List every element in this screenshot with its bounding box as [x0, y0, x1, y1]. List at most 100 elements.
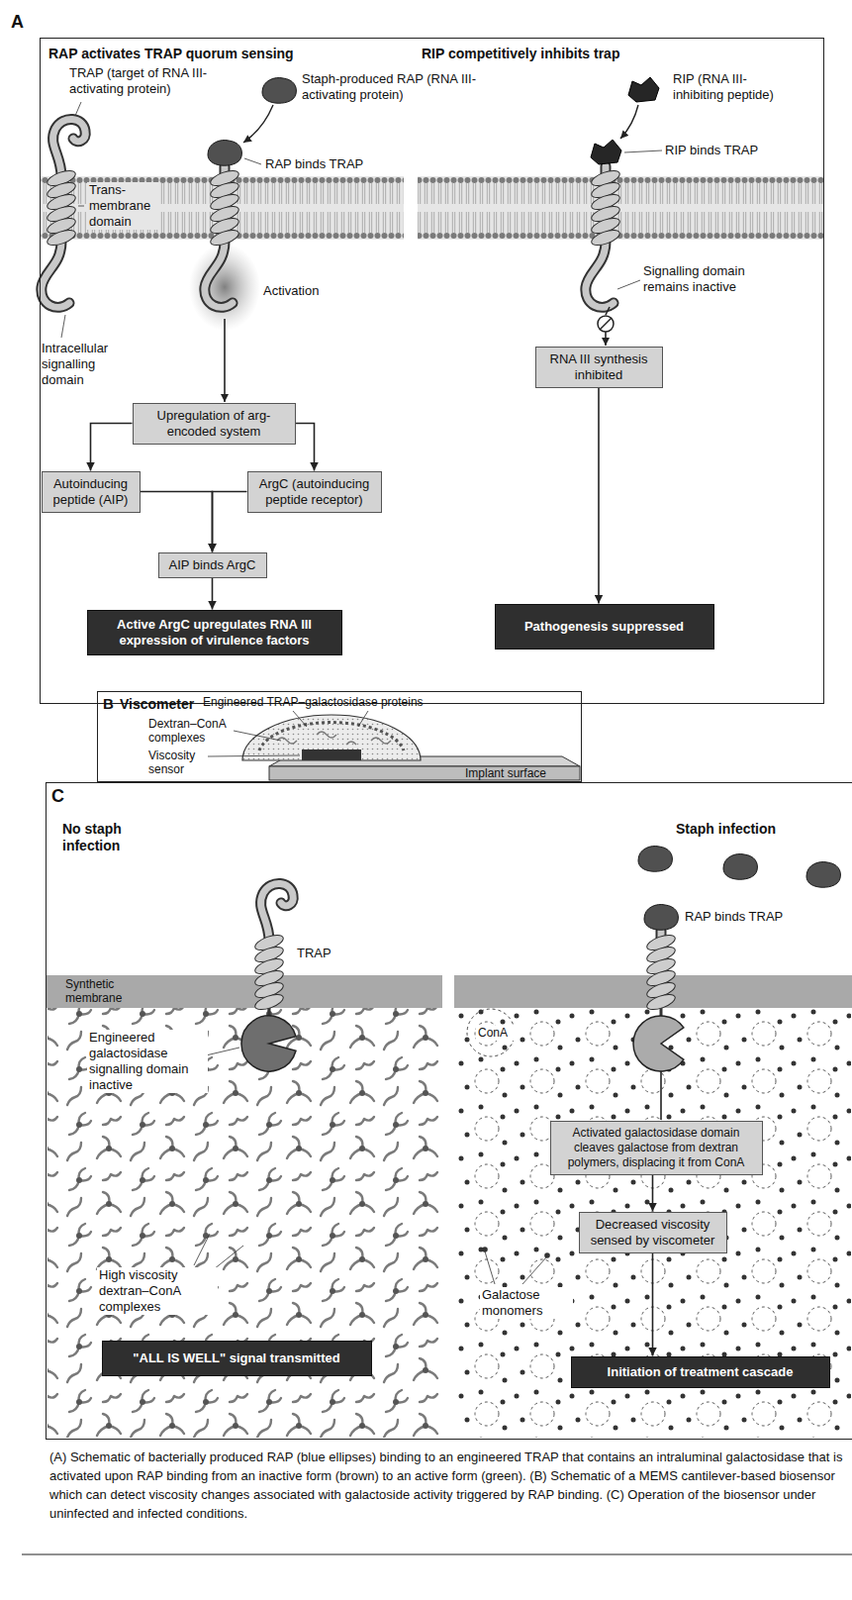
process-box: ArgC (autoinducing peptide receptor): [247, 471, 382, 513]
outcome-box: Active ArgC upregulates RNA III expressi…: [87, 609, 343, 656]
implant-front: [269, 765, 580, 780]
trap-sensor-inactive: [241, 882, 296, 1071]
signal-line: [660, 1070, 663, 1120]
part-label: High viscosity dextran–ConA complexes: [96, 1266, 218, 1315]
hook-outline: [41, 241, 70, 307]
hook-fill: [41, 241, 70, 307]
outcome-box: Initiation of treatment cascade: [570, 1355, 831, 1388]
leader-line: [78, 205, 85, 207]
box-text: Autoinducing peptide (AIP): [48, 475, 134, 508]
rip-peptide: [628, 77, 660, 102]
part-label: RIP binds TRAP: [664, 142, 774, 159]
viscometer-dome: [242, 714, 421, 760]
trap-sensor-active: [633, 904, 684, 1071]
flow-arrow: [140, 491, 213, 553]
part-label: Engineered galactosidase signalling doma…: [87, 1029, 208, 1093]
panel-heading: RAP activates TRAP quorum sensing: [48, 45, 294, 63]
box-text: AIP binds ArgC: [165, 557, 261, 573]
leader-line: [205, 1046, 240, 1055]
panel-frame: ARAP activates TRAP quorum sensingRIP co…: [39, 37, 825, 704]
hook-fill: [204, 241, 233, 307]
helix-coil: [208, 167, 241, 249]
box-text: ArgC (autoinducing peptide receptor): [254, 475, 376, 508]
flow-arrow: [211, 577, 214, 610]
leader-line: [292, 710, 307, 727]
part-label: Activation: [263, 283, 343, 299]
box-text: Initiation of treatment cascade: [577, 1363, 824, 1380]
process-box: Upregulation of arg-encoded system: [132, 402, 296, 445]
rip-peptide: [590, 139, 622, 165]
part-label: Synthetic membrane: [65, 976, 145, 1005]
leader-line: [617, 280, 641, 289]
rap-protein: [806, 861, 841, 888]
galactose-field: [455, 1007, 852, 1437]
leader-line: [244, 158, 262, 165]
signal-arrow: [223, 318, 226, 402]
panel-heading: RIP competitively inhibits trap: [421, 45, 620, 63]
leader-line: [624, 150, 663, 153]
helix-coil: [253, 931, 285, 1013]
leader-line: [193, 1232, 210, 1265]
galactosidase-active: [633, 1015, 684, 1071]
leader-line: [75, 101, 82, 116]
process-box: Decreased viscosity sensed by viscometer: [578, 1211, 728, 1253]
trap-receptor-active: [189, 140, 261, 331]
dextran-strand: [346, 741, 357, 745]
part-label: Dextran–ConA complexes: [148, 716, 236, 745]
panel-heading: No staph infection: [62, 820, 142, 854]
part-label: Staph-produced RAP (RNA III-activating p…: [301, 71, 490, 103]
caption-rule: [21, 1552, 852, 1554]
leader-line: [61, 314, 66, 338]
figure-caption: (A) Schematic of bacterially produced RA…: [49, 1446, 847, 1522]
part-label: Galactose monomers: [479, 1286, 573, 1319]
flow-arrow: [91, 423, 133, 472]
synthetic-membrane: [46, 974, 443, 1008]
dextran-scribbles: [277, 731, 391, 745]
leader-line: [358, 710, 369, 727]
part-label: Signalling domain remains inactive: [643, 263, 751, 295]
trap-receptor: [41, 118, 86, 307]
process-box: Activated galactosidase domain cleaves g…: [550, 1120, 763, 1175]
part-label: Viscosity sensor: [148, 748, 228, 776]
hook-fill: [53, 118, 87, 177]
galactose-dot: [481, 1245, 488, 1252]
part-label: Engineered TRAP–galactosidase proteins: [202, 694, 461, 709]
box-text: Upregulation of arg-encoded system: [139, 407, 289, 440]
box-text: Activated galactosidase domain cleaves g…: [557, 1125, 757, 1170]
binding-arrow: [243, 104, 274, 143]
status-box: "ALL IS WELL" signal transmitted: [101, 1339, 373, 1376]
leader-line: [484, 1250, 495, 1284]
outcome-box: Pathogenesis suppressed: [494, 603, 715, 650]
part-label: RAP binds TRAP: [265, 156, 384, 173]
leader-line: [213, 1244, 244, 1269]
rap-protein: [723, 853, 758, 880]
box-text: Decreased viscosity sensed by viscometer: [585, 1216, 721, 1248]
part-label: TRAP: [296, 945, 347, 961]
panel-heading: B: [102, 694, 114, 712]
process-box: Autoinducing peptide (AIP): [41, 471, 141, 513]
box-text: Active ArgC upregulates RNA III expressi…: [94, 616, 336, 649]
part-label: ConA: [475, 1025, 520, 1041]
protein-layer: [259, 722, 404, 751]
panel-heading: A: [10, 11, 24, 33]
rap-protein: [207, 140, 242, 167]
dextran-cona-field: [47, 1007, 442, 1437]
flow-arrow: [212, 491, 248, 553]
leader-lines: [207, 710, 369, 757]
part-label: Trans-membrane domain: [87, 182, 161, 230]
part-label: RIP (RNA III-inhibiting peptide): [672, 71, 797, 103]
hook-fill: [585, 241, 614, 307]
box-text: "ALL IS WELL" signal transmitted: [108, 1349, 366, 1366]
trap-receptor-blocked: [585, 139, 622, 307]
dextran-strand: [316, 731, 337, 738]
box-text: RNA III synthesis inhibited: [542, 351, 657, 383]
box-text: Pathogenesis suppressed: [501, 618, 708, 635]
helix-coil: [645, 931, 677, 1013]
leader-lines: [193, 1046, 547, 1284]
flow-arrow: [295, 423, 315, 472]
binding-arrow: [620, 104, 639, 139]
galactosidase-inactive: [241, 1015, 296, 1071]
inhibit-symbol: [597, 315, 614, 332]
part-label: Intracellular signalling domain: [41, 340, 129, 388]
